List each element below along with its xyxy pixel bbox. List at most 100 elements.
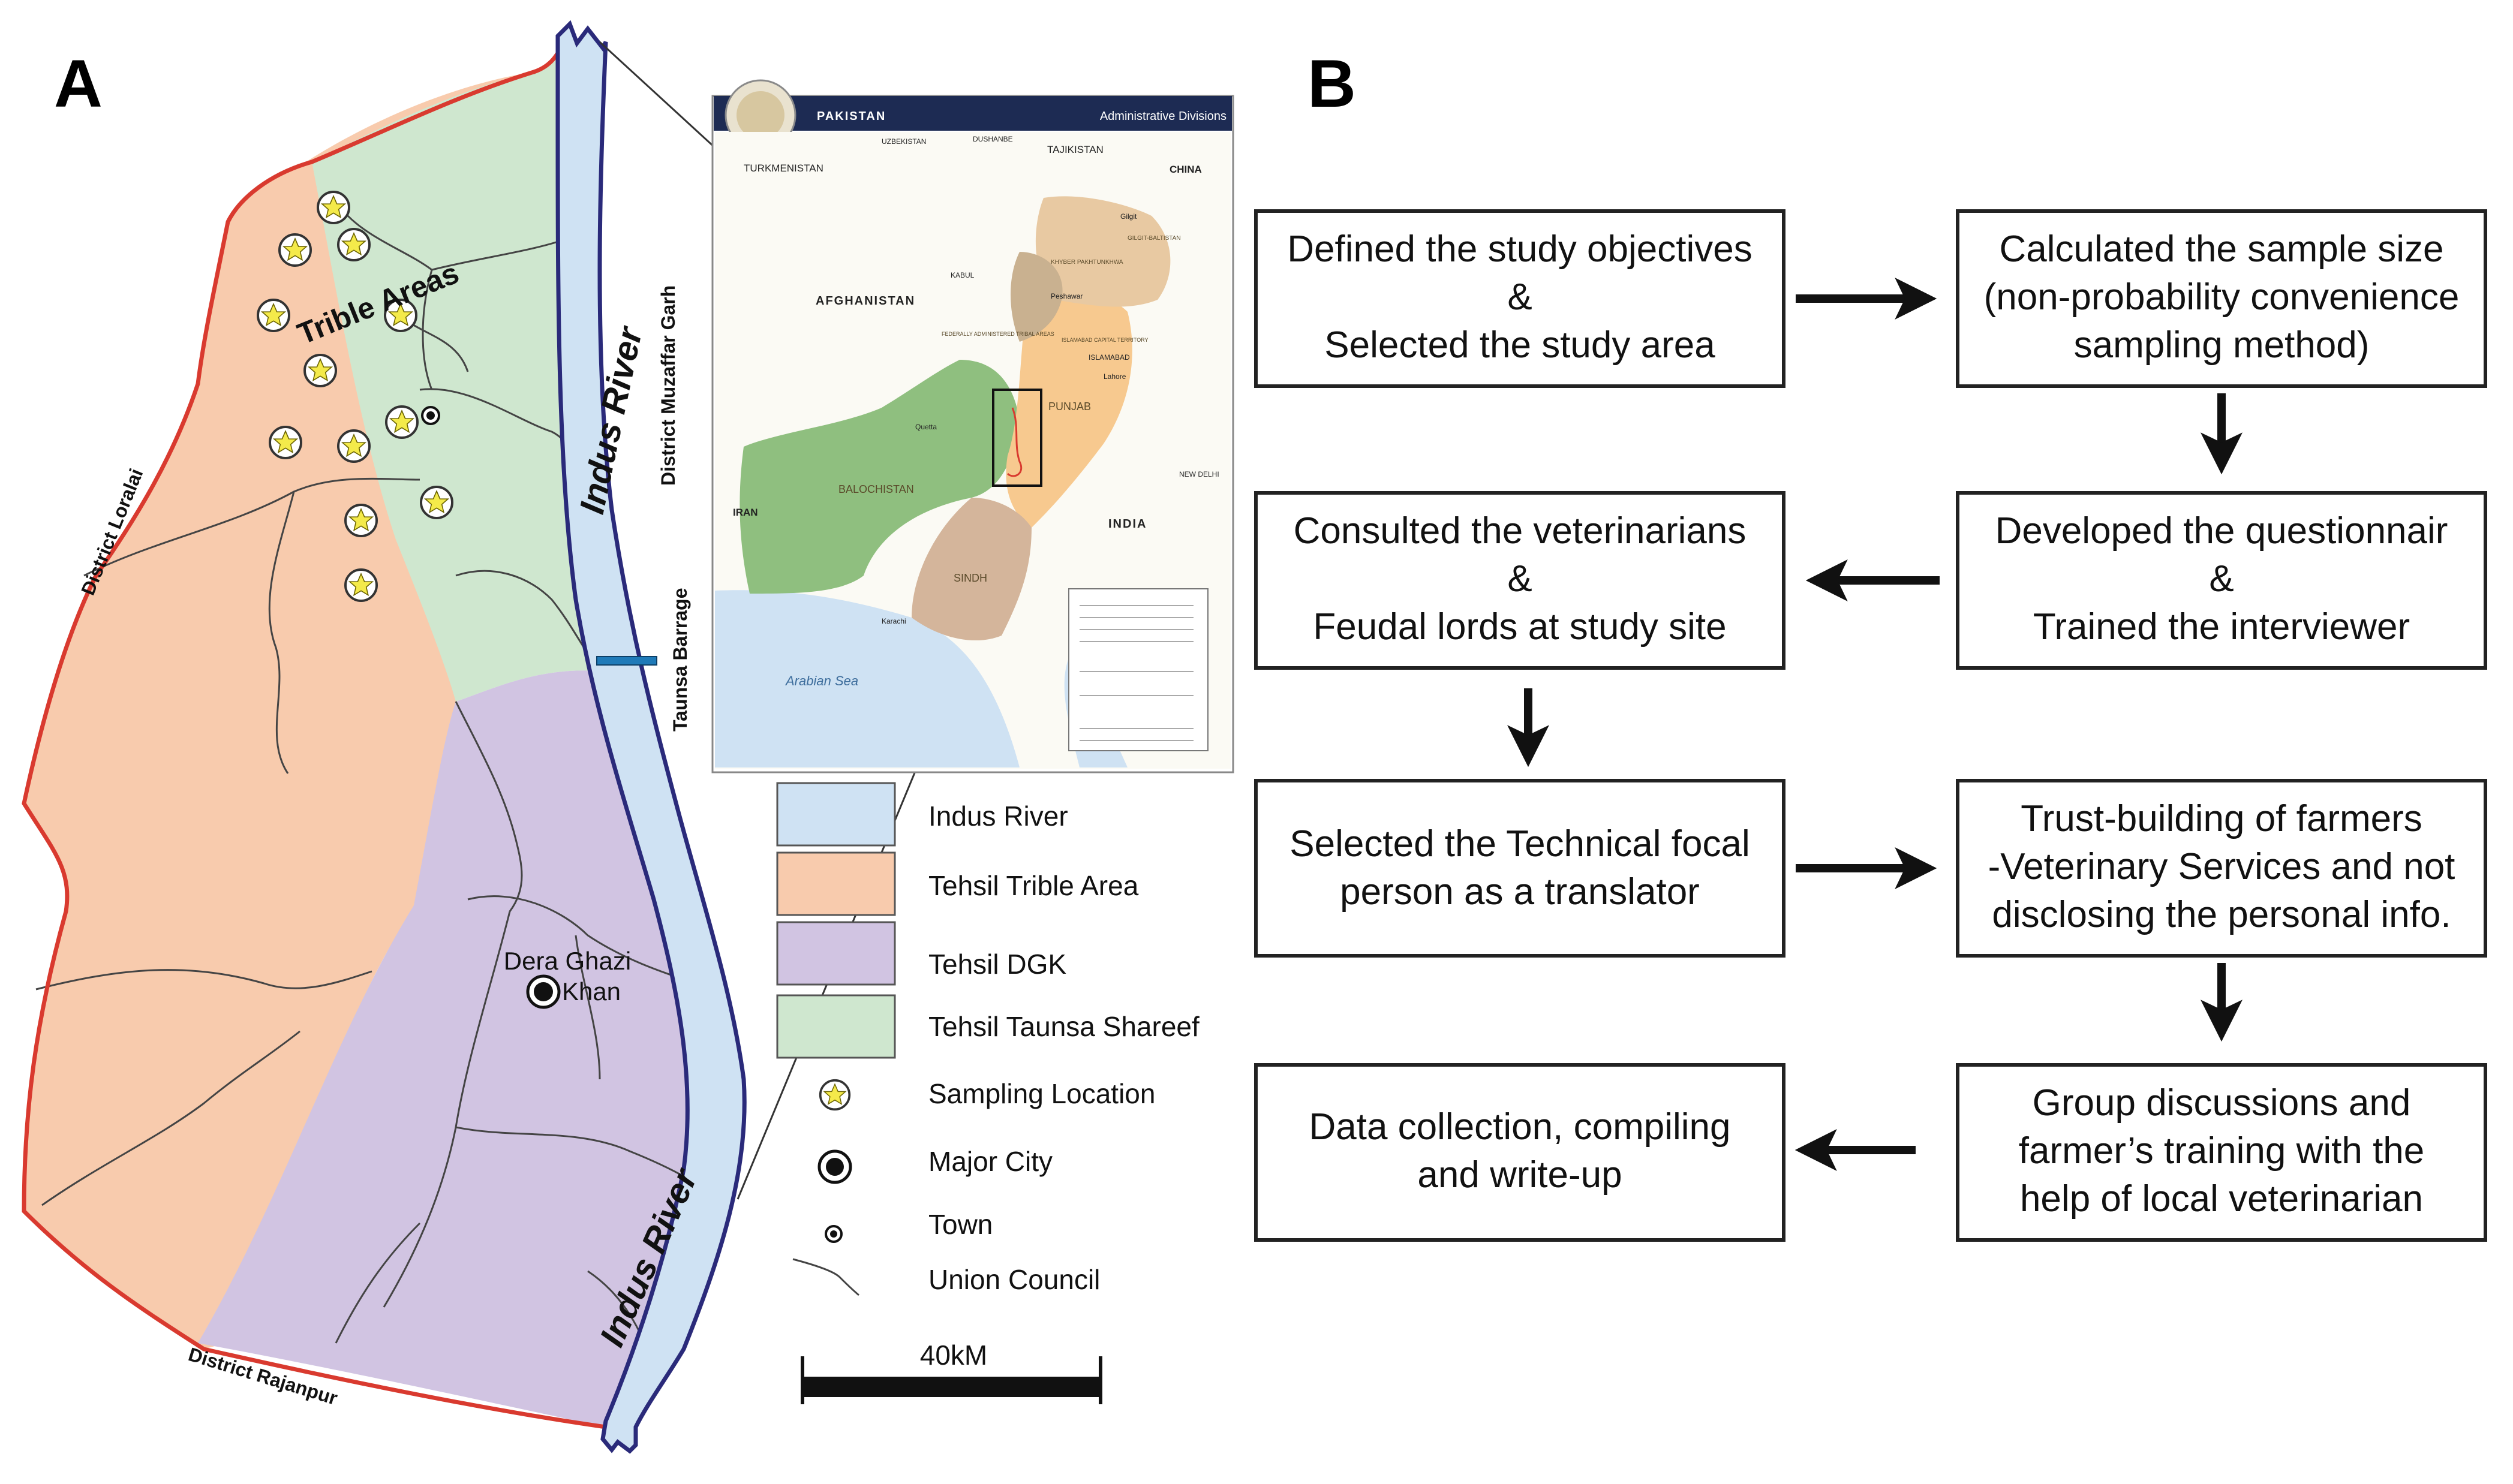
indus-river xyxy=(555,20,747,1454)
dera-ghazi-label: Dera Ghazi xyxy=(504,947,631,975)
legend-swatch-trible-area xyxy=(776,851,896,916)
legend-swatch-dgk xyxy=(776,921,896,986)
flow-step-7-box xyxy=(1956,1063,2487,1242)
flow-step-1-line-2: & xyxy=(1507,276,1532,318)
flow-step-4-line-1: Consulted the veterinarians xyxy=(1294,510,1747,552)
district-map: Trible Areas Indus River Indus River Dis… xyxy=(22,20,747,1454)
major-city-icon xyxy=(526,974,561,1009)
legend-label-indus-river: Indus River xyxy=(928,800,1068,832)
balochistan-region xyxy=(740,360,1020,594)
flow-step-5-line-1: Selected the Technical focal xyxy=(1289,823,1750,865)
flow-step-2-box xyxy=(1956,209,2487,388)
sampling-location-star-icon xyxy=(317,191,350,224)
tehsil-taunsa-shareef-region xyxy=(312,42,603,702)
inset-city-lahore: Lahore xyxy=(1104,372,1126,381)
inset-city-islamabad: ISLAMABAD xyxy=(1089,353,1130,362)
flow-step-5-box xyxy=(1254,779,1785,958)
sampling-location-star-icon xyxy=(385,405,419,439)
arabian-sea xyxy=(715,590,1020,767)
legend-major-city-icon xyxy=(817,1149,852,1184)
inset-city-dushanbe: DUSHANBE xyxy=(973,135,1013,143)
inset-region-kp: KHYBER PAKHTUNKHWA xyxy=(1051,259,1123,266)
legend-label-sampling-location: Sampling Location xyxy=(928,1078,1155,1109)
sampling-location-star-icon xyxy=(337,228,371,261)
inset-subtitle: Administrative Divisions xyxy=(1100,110,1227,123)
legend-label-town: Town xyxy=(928,1209,993,1240)
sindh-region xyxy=(912,498,1032,641)
district-muzaffar-garh-label: District Muzaffar Garh xyxy=(657,285,679,486)
town-icon xyxy=(421,406,440,425)
pakistan-inset-map: PAKISTAN Administrative Divisions TURKME… xyxy=(711,79,1234,773)
flow-step-1-line-3: Selected the study area xyxy=(1324,324,1715,366)
flow-step-6-line-1: Trust-building of farmers xyxy=(2021,798,2422,839)
district-boundary xyxy=(22,41,606,1429)
flow-step-5-line-2: person as a translator xyxy=(1340,871,1700,913)
flow-step-3-line-2: & xyxy=(2209,558,2234,600)
inset-label-punjab: PUNJAB xyxy=(1048,401,1091,413)
flow-step-6-line-3: disclosing the personal info. xyxy=(1992,894,2451,935)
gilgit-baltistan-region xyxy=(1035,196,1171,307)
scale-bar-label: 40kM xyxy=(920,1339,987,1371)
legend-label-major-city: Major City xyxy=(928,1146,1053,1177)
sampling-location-star-icon xyxy=(269,426,302,459)
union-council-boundaries xyxy=(35,215,702,1368)
flow-step-8-line-1: Data collection, compiling xyxy=(1309,1106,1730,1148)
tehsil-dgk-region xyxy=(198,670,712,1427)
inset-city-new-delhi: NEW DELHI xyxy=(1179,470,1219,478)
methodology-flowchart: Defined the study objectives & Selected … xyxy=(1254,209,2487,1242)
inset-label-turkmenistan: TURKMENISTAN xyxy=(744,162,823,174)
inset-label-uzbekistan: UZBEKISTAN xyxy=(882,137,926,146)
flow-step-6-line-2: -Veterinary Services and not xyxy=(1988,846,2455,887)
inset-region-gilgit-baltistan: GILGIT-BALTISTAN xyxy=(1128,235,1181,242)
flow-step-6-box xyxy=(1956,779,2487,958)
flow-step-2-line-3: sampling method) xyxy=(2074,324,2370,366)
inset-label-arabian-sea: Arabian Sea xyxy=(784,673,858,688)
legend-label-dgk: Tehsil DGK xyxy=(928,949,1066,980)
flow-step-4-line-3: Feudal lords at study site xyxy=(1313,606,1726,648)
legend-label-union-council: Union Council xyxy=(928,1264,1100,1295)
inset-title-bar xyxy=(714,96,1232,131)
inset-city-peshawar: Peshawar xyxy=(1051,292,1083,300)
inset-region-ict: ISLAMABAD CAPITAL TERRITORY xyxy=(1062,337,1149,343)
flow-step-4-line-2: & xyxy=(1507,558,1532,600)
flow-step-2-line-1: Calculated the sample size xyxy=(2000,228,2444,270)
taunsa-barrage-marker xyxy=(596,656,657,666)
flow-step-1-line-1: Defined the study objectives xyxy=(1287,228,1752,270)
legend-town-icon xyxy=(825,1225,843,1243)
inset-city-kabul: KABUL xyxy=(951,271,975,279)
inset-label-tajikistan: TAJIKISTAN xyxy=(1047,144,1104,155)
inset-key-box xyxy=(1068,588,1209,751)
inset-label-iran: IRAN xyxy=(733,507,758,518)
inset-city-gilgit: Gilgit xyxy=(1120,212,1137,221)
map-legend: Indus River Tehsil Trible Area Tehsil DG… xyxy=(776,782,1200,1404)
flow-step-3-box xyxy=(1956,491,2487,670)
punjab-region xyxy=(1006,294,1132,528)
panel-b-letter: B xyxy=(1307,46,1356,121)
flow-step-1-box xyxy=(1254,209,1785,388)
legend-swatch-taunsa-shareef xyxy=(776,994,896,1059)
flow-step-7-line-3: help of local veterinarian xyxy=(2020,1178,2423,1220)
inset-label-afghanistan: AFGHANISTAN xyxy=(816,294,915,308)
inset-region-fata: FEDERALLY ADMINISTERED TRIBAL AREAS xyxy=(942,331,1054,337)
sampling-location-star-icon xyxy=(344,504,378,537)
inset-label-india: INDIA xyxy=(1108,517,1147,531)
sampling-location-star-icon xyxy=(278,233,312,267)
study-area-box xyxy=(992,389,1042,487)
legend-union-council-line-icon xyxy=(792,1258,859,1296)
legend-label-taunsa-shareef: Tehsil Taunsa Shareef xyxy=(928,1011,1200,1042)
taunsa-barrage-label: Taunsa Barrage xyxy=(669,588,691,732)
flow-step-3-line-1: Developed the questionnair xyxy=(1995,510,2448,552)
flow-step-4-box xyxy=(1254,491,1785,670)
khan-label: Khan xyxy=(562,977,621,1006)
legend-star-icon xyxy=(819,1079,851,1111)
sampling-location-star-icon xyxy=(337,429,371,463)
flow-step-7-line-1: Group discussions and xyxy=(2033,1082,2411,1124)
flow-step-7-line-2: farmer’s training with the xyxy=(2019,1130,2425,1172)
legend-swatch-indus-river xyxy=(776,782,896,847)
sampling-location-star-icon xyxy=(257,299,290,332)
sampling-location-star-icon xyxy=(420,486,453,519)
sampling-location-star-icon xyxy=(303,354,337,387)
inset-label-balochistan: BALOCHISTAN xyxy=(838,483,914,495)
flow-step-8-line-2: and write-up xyxy=(1417,1154,1622,1196)
